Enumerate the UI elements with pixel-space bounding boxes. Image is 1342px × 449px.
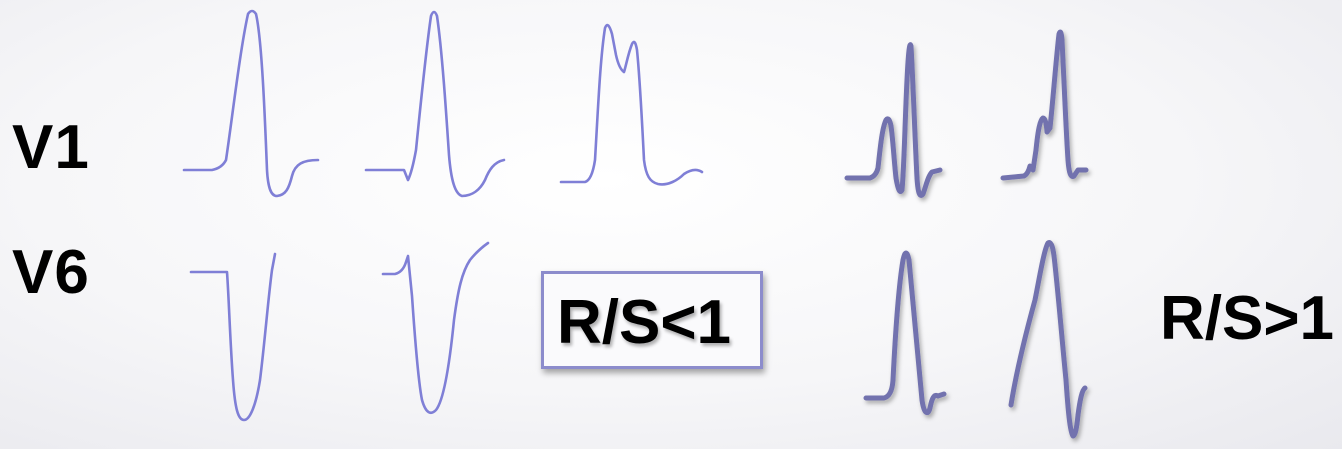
v6-complex-2 xyxy=(381,241,490,415)
ratio-label-left: R/S<1 xyxy=(557,288,732,357)
v1-complex-1 xyxy=(182,9,320,198)
v6-complex-3 xyxy=(863,250,947,416)
v6-complex-1 xyxy=(189,252,277,422)
ratio-box-left xyxy=(541,271,763,369)
v6-complex-4 xyxy=(1008,240,1088,439)
v1-complex-5 xyxy=(1000,29,1089,181)
v1-complex-3 xyxy=(559,23,704,186)
lead-label-v6: V6 xyxy=(12,238,90,307)
v1-complex-4 xyxy=(844,42,943,198)
lead-label-v1: V1 xyxy=(12,113,90,182)
v1-complex-2 xyxy=(364,10,506,198)
ratio-label-right: R/S>1 xyxy=(1160,284,1335,353)
